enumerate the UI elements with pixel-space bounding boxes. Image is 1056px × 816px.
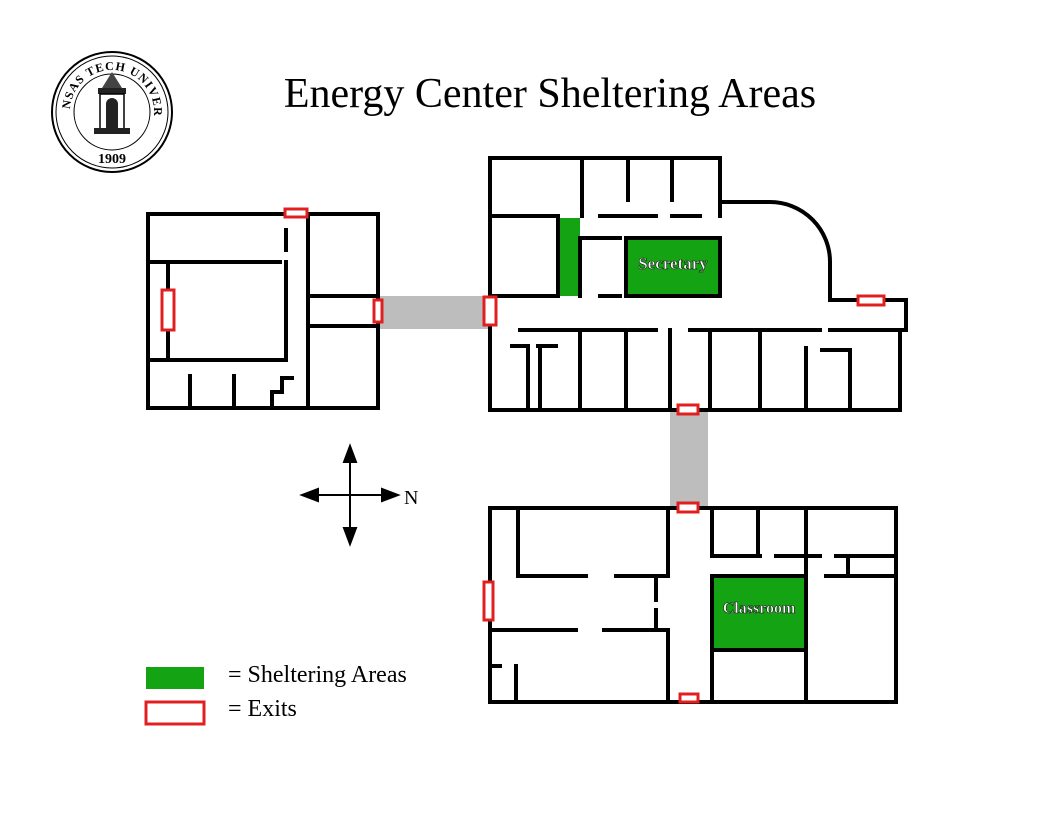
arrow-up-icon: [342, 443, 358, 463]
building-walls: [146, 156, 908, 704]
west-corridor: [378, 296, 490, 329]
legend-exits-label: = Exits: [228, 696, 297, 722]
exit-marker: [482, 295, 498, 327]
room-label-classroom: Classroom: [723, 600, 796, 617]
exit-marker: [160, 288, 176, 332]
arrow-right-icon: [381, 487, 401, 503]
west-building: [146, 212, 380, 410]
exit-marker: [676, 403, 700, 416]
arrow-left-icon: [299, 487, 319, 503]
exit-marker: [676, 501, 700, 514]
south-building: [488, 506, 898, 704]
seal-year: 1909: [98, 152, 126, 167]
arrow-down-icon: [342, 527, 358, 547]
legend-shelter-swatch: [146, 667, 204, 689]
shelter-hallway: [558, 218, 580, 296]
exit-marker: [482, 580, 495, 622]
legend-exit-swatch: [144, 700, 206, 726]
shelter-classroom: [713, 576, 805, 650]
exit-marker: [856, 294, 886, 307]
compass-north-label: N: [404, 487, 418, 509]
compass-rose: [299, 443, 401, 547]
connecting-corridors: [378, 296, 708, 508]
room-label-secretary: Secretary: [638, 254, 708, 273]
south-corridor: [670, 410, 708, 508]
exit-marker: [678, 692, 700, 704]
shelter-secretary: [626, 238, 719, 296]
exits: [160, 207, 886, 704]
exit-marker: [283, 207, 309, 219]
page-title: Energy Center Sheltering Areas: [283, 71, 817, 117]
legend-sheltering-label: = Sheltering Areas: [228, 662, 407, 688]
north-building: [488, 156, 908, 412]
sheltering-areas: [558, 218, 805, 650]
university-seal: ARKANSAS TECH UNIVERSITY 1909: [0, 0, 173, 173]
exit-marker: [372, 298, 384, 324]
